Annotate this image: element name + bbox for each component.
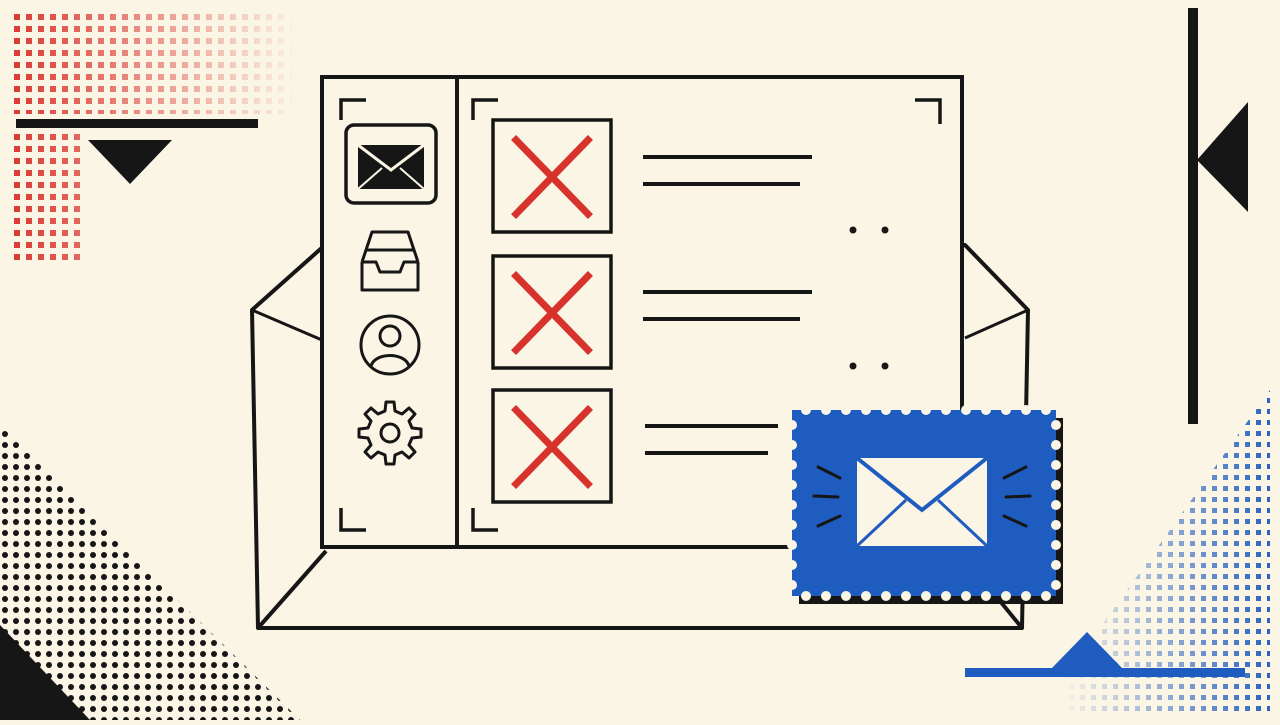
envelope-icon (855, 456, 989, 548)
x-mark-icon (511, 135, 593, 219)
x-mark-icon (511, 271, 593, 355)
red-halftone-decoration (12, 14, 292, 265)
right-rule-decoration (1188, 8, 1248, 424)
message-row[interactable] (491, 388, 778, 504)
sidebar (344, 123, 438, 466)
message-row[interactable] (491, 254, 889, 370)
sidebar-item-settings[interactable] (357, 400, 423, 466)
gear-icon (357, 400, 423, 466)
sidebar-item-profile[interactable] (359, 314, 421, 376)
stamp-perforations (787, 405, 1061, 601)
message-row[interactable] (491, 118, 889, 234)
black-halftone-decoration (0, 425, 300, 720)
top-left-rule-decoration (16, 119, 258, 184)
envelope-flap-left (251, 308, 1029, 342)
message-options-dots[interactable] (849, 362, 889, 370)
inbox-tray-icon (360, 230, 420, 292)
user-profile-icon (359, 314, 421, 376)
message-options-dots[interactable] (849, 226, 889, 234)
postage-stamp (787, 405, 1063, 604)
sidebar-item-mail[interactable] (344, 123, 438, 205)
x-mark-icon (511, 405, 593, 489)
motion-lines-decoration (812, 465, 1032, 528)
mail-icon (357, 143, 425, 190)
blue-halftone-decoration (1040, 390, 1270, 712)
bottom-right-rule-decoration (965, 632, 1245, 677)
sidebar-item-inbox[interactable] (360, 230, 420, 292)
message-list (491, 118, 889, 504)
